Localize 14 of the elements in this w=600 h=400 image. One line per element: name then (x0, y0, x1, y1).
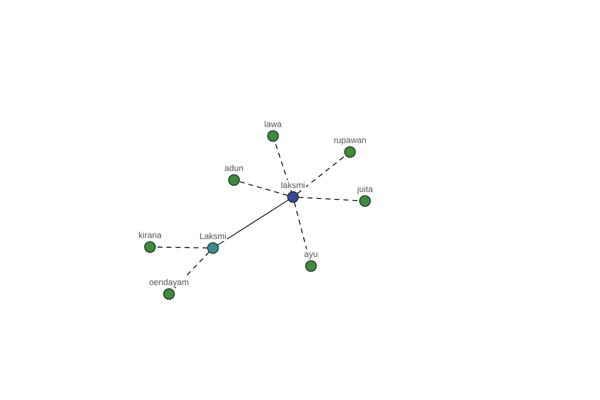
node-label: Laksmi (198, 231, 228, 241)
connector-line (217, 200, 289, 246)
dashed-connector (298, 196, 360, 202)
node-label: rupawan (332, 135, 368, 145)
node-label: ayu (303, 249, 319, 259)
node-label: adun (224, 163, 244, 173)
dashed-connector (155, 246, 208, 248)
dashed-connector (238, 181, 288, 196)
node-label: lawa (263, 119, 283, 129)
dashed-connector (296, 154, 346, 194)
node-label: kirana (137, 230, 163, 240)
node-label: juita (356, 184, 374, 194)
node-label: oendayam (148, 277, 190, 287)
node-label: laksmi (280, 180, 306, 190)
